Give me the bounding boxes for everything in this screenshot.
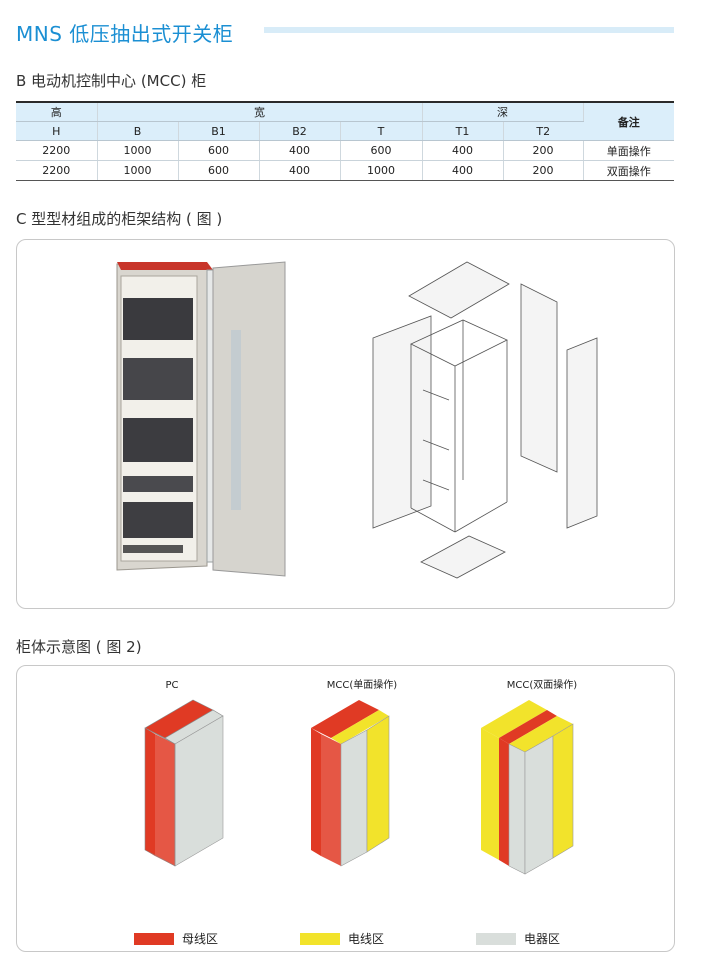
- header-high: 高: [16, 101, 98, 122]
- header-depth: 深: [422, 101, 584, 122]
- table-cell: 600: [340, 140, 423, 161]
- exploded-frame-drawing: [372, 261, 598, 579]
- table-cell: 1000: [97, 160, 179, 181]
- subheader-cell: H: [16, 121, 98, 141]
- table-cell: 400: [259, 140, 341, 161]
- table-cell: 200: [503, 160, 584, 181]
- table-cell: 400: [422, 140, 504, 161]
- table-row: 2200 1000 600 400 1000 400 200 双面操作: [16, 160, 674, 181]
- table-cell: 400: [259, 160, 341, 181]
- section-fig-heading: 柜体示意图 ( 图 2): [16, 638, 142, 656]
- legend-label-bus: 母线区: [182, 932, 219, 946]
- subheader-cell: B: [97, 121, 179, 141]
- cabinet-label-mcc-double: MCC(双面操作): [507, 678, 577, 691]
- spec-table: 高 宽 深 备注 H B B1 B2 T T1 T2 2200 1000 600…: [16, 101, 674, 181]
- table-row: 2200 1000 600 400 600 400 200 单面操作: [16, 140, 674, 161]
- section-c-heading: C 型型材组成的柜架结构 ( 图 ): [16, 210, 223, 228]
- legend-swatch-device: [476, 932, 516, 945]
- subheader-cell: T1: [422, 121, 504, 141]
- cabinet-schematic: PC MCC(单面操作) MCC(双面操作): [144, 678, 577, 875]
- table-cell: 2200: [16, 160, 98, 181]
- legend-label-device: 电器区: [524, 932, 561, 946]
- structure-figure-panel: [16, 239, 675, 609]
- legend-item-bus: 母线区: [134, 930, 218, 947]
- subheader-cell: T: [340, 121, 423, 141]
- legend-swatch-bus: [134, 932, 174, 945]
- subheader-cell: B1: [178, 121, 260, 141]
- legend-label-wire: 电线区: [348, 932, 385, 946]
- table-cell: 600: [178, 160, 260, 181]
- table-cell: 1000: [340, 160, 423, 181]
- cabinet-mcc-double: [481, 700, 574, 875]
- legend-item-wire: 电线区: [300, 930, 384, 947]
- cabinet-mcc-single: [311, 700, 390, 867]
- page-title: MNS 低压抽出式开关柜: [16, 22, 234, 46]
- header-note: 备注: [583, 101, 674, 141]
- title-decor-bar: [264, 27, 674, 33]
- cabinet-schematic-panel: PC MCC(单面操作) MCC(双面操作): [16, 665, 675, 952]
- legend-swatch-wire: [300, 932, 340, 945]
- header-width: 宽: [97, 101, 423, 122]
- table-cell: 400: [422, 160, 504, 181]
- legend-item-device: 电器区: [476, 930, 560, 947]
- table-cell: 单面操作: [583, 140, 674, 161]
- table-cell: 2200: [16, 140, 98, 161]
- cabinet-label-mcc-single: MCC(单面操作): [327, 678, 397, 691]
- cabinet-label-pc: PC: [165, 680, 178, 691]
- subheader-cell: T2: [503, 121, 583, 141]
- table-cell: 600: [178, 140, 260, 161]
- cabinet-pc: [144, 699, 224, 867]
- subheader-cell: B2: [259, 121, 341, 141]
- table-cell: 1000: [97, 140, 179, 161]
- section-b-heading: B 电动机控制中心 (MCC) 柜: [16, 72, 207, 90]
- structure-illustration: [116, 261, 598, 579]
- table-cell: 双面操作: [583, 160, 674, 181]
- table-cell: 200: [503, 140, 584, 161]
- cabinet-photo: [116, 261, 286, 577]
